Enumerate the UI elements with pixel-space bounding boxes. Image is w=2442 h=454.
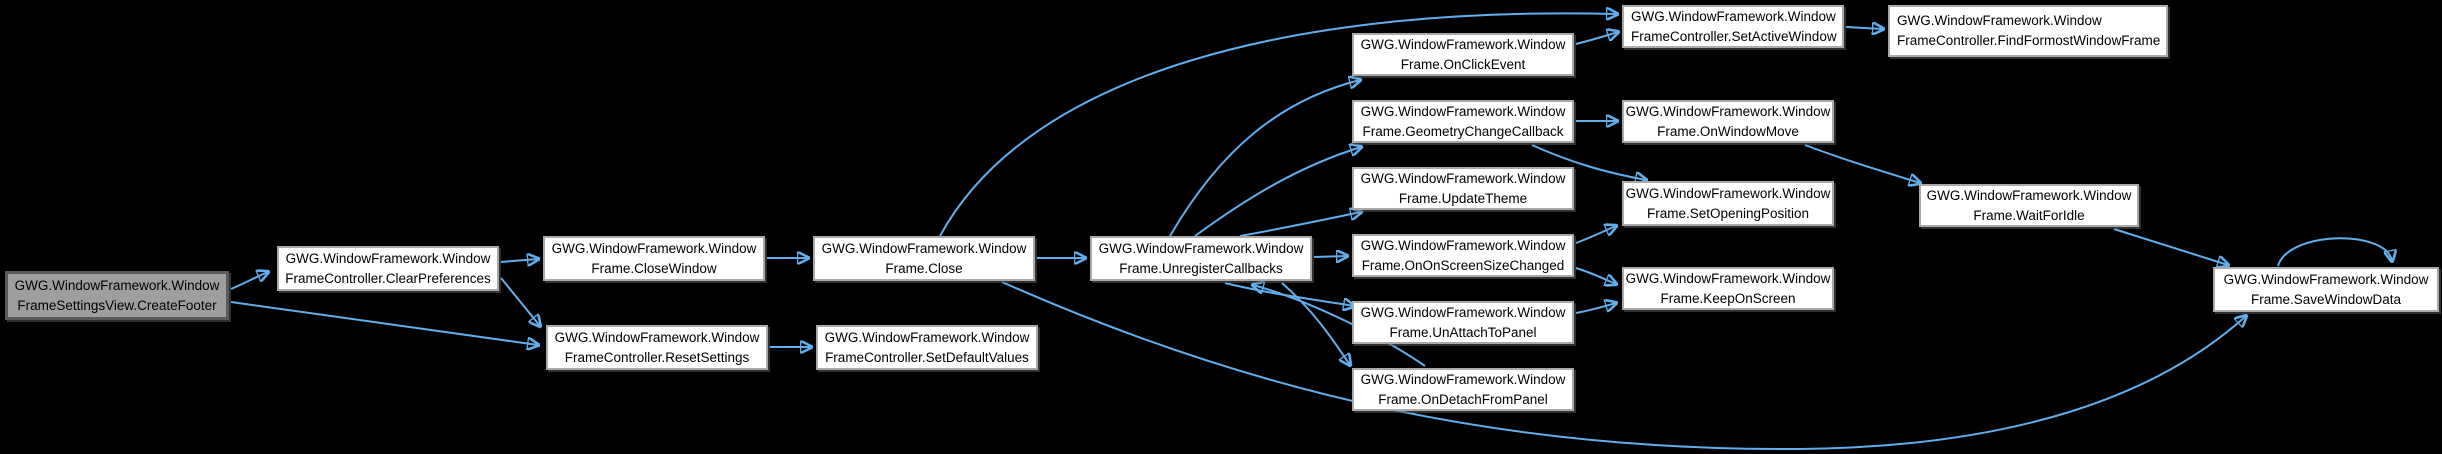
node-label-line: Frame.GeometryChangeCallback [1362,123,1564,139]
node-label-line: GWG.WindowFramework.Window [1625,103,1831,119]
edge-unregister_callbacks-to-on_detach_from_panel [1281,282,1350,365]
node-label-line: Frame.OnDetachFromPanel [1378,391,1548,407]
node-label-line: Frame.SetOpeningPosition [1646,205,1810,221]
edge-on_on_screen_size_changed-to-keep_on_screen [1575,267,1616,284]
node-label-line: GWG.WindowFramework.Window [1360,304,1566,320]
node-label-line: GWG.WindowFramework.Window [824,329,1030,345]
node-label-line: GWG.WindowFramework.Window [1926,187,2132,203]
node-label-line: GWG.WindowFramework.Window [1098,240,1304,256]
node-label-line: Frame.OnWindowMove [1657,123,1799,139]
edge-unregister_callbacks-to-geometry_change_callback [1194,147,1361,237]
node-label-line: Frame.WaitForIdle [1973,207,2085,223]
node-label-line: Frame.UnAttachToPanel [1389,324,1537,340]
node-label-line: Frame.Close [885,260,963,276]
edge-close-to-set_active_window [939,13,1617,237]
node-label-line: FrameController.SetActiveWindow [1631,28,1837,44]
node-label-line: GWG.WindowFramework.Window [14,277,220,293]
node-label-line: GWG.WindowFramework.Window [1625,270,1831,286]
node-label-line: GWG.WindowFramework.Window [1360,170,1566,186]
node-label-line: GWG.WindowFramework.Window [1360,36,1566,52]
edge-set_active_window-to-find_formost_window_frame [1845,27,1883,29]
node-label-line: GWG.WindowFramework.Window [1625,185,1831,201]
node-label-line: FrameController.SetDefaultValues [825,349,1029,365]
edge-clear_preferences-to-reset_settings [500,277,540,326]
node-label-line: Frame.UnregisterCallbacks [1119,260,1283,276]
edge-unregister_callbacks-to-update_theme [1239,212,1361,237]
edge-close-to-save_window_data [1001,281,2246,451]
edge-on_on_screen_size_changed-to-set_opening_position [1575,226,1616,244]
edge-create_footer-to-clear_preferences [230,272,268,290]
node-label-line: GWG.WindowFramework.Window [1360,103,1566,119]
edge-unregister_callbacks-to-on_click_event [1169,80,1360,237]
edge-unregister_callbacks-to-un_attach_to_panel [1224,282,1354,306]
node-label-line: GWG.WindowFramework.Window [285,250,491,266]
edge-on_detach_from_panel-to-unregister_callbacks [1253,285,1426,367]
node-label-line: GWG.WindowFramework.Window [1897,13,2102,28]
node-label-line: GWG.WindowFramework.Window [1360,371,1566,387]
edge-geometry_change_callback-to-set_opening_position [1531,144,1646,180]
edge-create_footer-to-reset_settings [230,301,538,345]
node-label-line: GWG.WindowFramework.Window [554,329,760,345]
edge-on_window_move-to-wait_for_idle [1804,144,1920,183]
edge-save_window_data-to-save_window_data [2277,237,2392,267]
node-label-line: FrameController.ResetSettings [564,349,750,365]
edge-un_attach_to_panel-to-keep_on_screen [1575,303,1616,314]
node-label-line: GWG.WindowFramework.Window [1360,237,1566,253]
node-label-line: GWG.WindowFramework.Window [2223,271,2429,287]
node-label-line: FrameController.ClearPreferences [285,270,491,286]
edge-unregister_callbacks-to-on_on_screen_size_changed [1313,256,1347,257]
node-label-line: Frame.KeepOnScreen [1660,290,1796,306]
node-label-line: Frame.OnOnScreenSizeChanged [1361,257,1565,273]
edge-wait_for_idle-to-save_window_data [2113,228,2228,265]
node-label-line: FrameSettingsView.CreateFooter [17,297,217,313]
node-label-line: Frame.OnClickEvent [1400,56,1526,72]
node-label-line: Frame.UpdateTheme [1398,190,1528,206]
node-label-line: GWG.WindowFramework.Window [551,240,757,256]
node-label-line: GWG.WindowFramework.Window [1631,8,1836,24]
node-label-line: Frame.SaveWindowData [2250,291,2402,307]
node-label-line: FrameController.FindFormostWindowFrame [1897,33,2161,48]
edge-clear_preferences-to-close_window [500,259,538,262]
node-label-line: Frame.CloseWindow [591,260,717,276]
edge-on_click_event-to-set_active_window [1575,32,1618,45]
node-label-line: GWG.WindowFramework.Window [821,240,1027,256]
